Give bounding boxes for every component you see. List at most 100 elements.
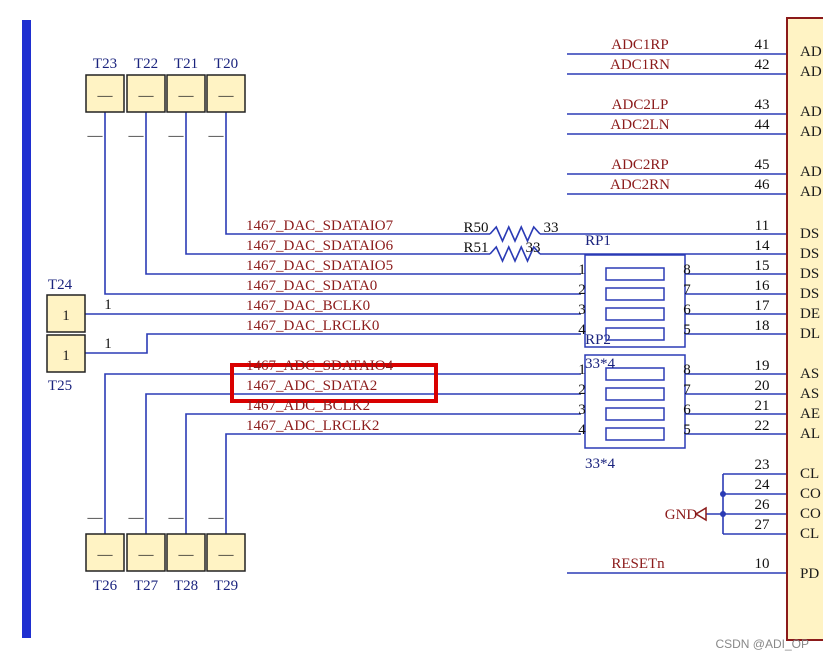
testpoint-pad-mark-T22: — xyxy=(138,88,155,104)
wire-t25 xyxy=(85,333,581,354)
ic-pin-name-12: AS xyxy=(800,366,819,382)
ic-pin-name-15: AL xyxy=(800,426,820,442)
resistor-value-R50: 33 xyxy=(544,220,559,236)
testpoint-label-T27: T27 xyxy=(134,578,159,594)
testpoint-label-T20: T20 xyxy=(214,56,238,72)
net-label-1467_DAC_LRCLK0: 1467_DAC_LRCLK0 xyxy=(246,318,379,334)
testpoint-value-T25: 1 xyxy=(62,348,70,364)
rp2-pin-left-4: 4 xyxy=(578,422,586,438)
net-label-ADC1RN: ADC1RN xyxy=(610,57,670,73)
ic-pin-number-10: 10 xyxy=(755,556,770,572)
rp2-element-4 xyxy=(605,427,665,441)
gnd-junction-2 xyxy=(720,511,726,517)
testpoint-label-T24: T24 xyxy=(48,277,73,293)
ic-pin-name-9: DS xyxy=(800,286,819,302)
testpoint-pad-T25 xyxy=(46,334,86,373)
rp2-value-inner: 33*4 xyxy=(585,356,616,372)
ic-pin-number-15: 15 xyxy=(755,258,770,274)
ic-pin-number-46: 46 xyxy=(755,177,771,193)
testpoint-pad-T27 xyxy=(126,533,166,572)
resistor-ref-R50: R50 xyxy=(463,220,488,236)
testpoint-pad-T29 xyxy=(206,533,246,572)
testpoint-pin-mark-T22: — xyxy=(128,128,145,144)
testpoint-pad-T23 xyxy=(85,74,125,113)
net-label-RESETn: RESETn xyxy=(611,556,665,572)
ic-pin-number-43: 43 xyxy=(755,97,770,113)
testpoint-pin-mark-T28: — xyxy=(168,510,185,526)
testpoint-pad-mark-T23: — xyxy=(97,88,114,104)
ic-pin-number-11: 11 xyxy=(755,218,769,234)
ic-pin-number-17: 17 xyxy=(755,298,771,314)
rp2-pin-right-5: 5 xyxy=(683,422,691,438)
resistor-value-R51: 33 xyxy=(526,240,541,256)
wire-t28 xyxy=(185,413,581,534)
rp1-pin-left-1: 1 xyxy=(578,262,586,278)
net-label-1467_ADC_BCLK2: 1467_ADC_BCLK2 xyxy=(246,398,370,414)
testpoint-pad-mark-T27: — xyxy=(138,547,155,563)
testpoint-label-T28: T28 xyxy=(174,578,198,594)
ic-pin-name-10: DE xyxy=(800,306,820,322)
wires-layer xyxy=(85,53,786,574)
ic-pin-number-16: 16 xyxy=(755,278,771,294)
ic-pin-name-20: PD xyxy=(800,566,819,582)
testpoint-pin-mark-T29: — xyxy=(208,510,225,526)
wire-t20 xyxy=(225,112,460,235)
rp1-body xyxy=(584,254,686,348)
net-label-1467_ADC_LRCLK2: 1467_ADC_LRCLK2 xyxy=(246,418,379,434)
testpoint-label-T29: T29 xyxy=(214,578,238,594)
rp2-pin-left-3: 3 xyxy=(578,402,586,418)
rp1-pin-left-2: 2 xyxy=(578,282,586,298)
ic-pin-name-17: CO xyxy=(800,486,821,502)
ic-pin-number-18: 18 xyxy=(755,318,770,334)
net-label-ADC2RN: ADC2RN xyxy=(610,177,670,193)
ic-pin-name-0: AD xyxy=(800,44,822,60)
rp2-ref: RP2 xyxy=(585,332,611,348)
testpoint-pad-mark-T26: — xyxy=(97,547,114,563)
pin-one-t24: 1 xyxy=(104,297,112,313)
wire-t23 xyxy=(104,112,581,295)
ic-pin-name-19: CL xyxy=(800,526,819,542)
net-label-1467_DAC_SDATA0: 1467_DAC_SDATA0 xyxy=(246,278,377,294)
rp2-value: 33*4 xyxy=(585,456,616,472)
testpoint-label-T23: T23 xyxy=(93,56,117,72)
wire-t26 xyxy=(104,373,581,534)
ic-pin-name-13: AS xyxy=(800,386,819,402)
rp1-pin-left-3: 3 xyxy=(578,302,586,318)
resistor-ref-R51: R51 xyxy=(463,240,488,256)
labels-layer: T23——T22——T21——T20————T26——T27——T28——T29… xyxy=(48,37,822,594)
testpoint-label-T26: T26 xyxy=(93,578,118,594)
resistor-R51 xyxy=(489,245,541,263)
testpoint-pad-mark-T28: — xyxy=(178,547,195,563)
rp1-pin-right-8: 8 xyxy=(683,262,691,278)
gnd-symbol xyxy=(694,506,707,522)
ic-pin-number-26: 26 xyxy=(755,497,771,513)
rp1-pin-right-7: 7 xyxy=(683,282,691,298)
testpoint-pad-T22 xyxy=(126,74,166,113)
testpoint-label-T21: T21 xyxy=(174,56,198,72)
ic-pin-name-1: AD xyxy=(800,64,822,80)
rp2-pin-left-2: 2 xyxy=(578,382,586,398)
highlight-box xyxy=(230,363,438,403)
ic-pin-number-42: 42 xyxy=(755,57,770,73)
watermark: CSDN @ADI_OP xyxy=(715,637,809,651)
net-label-1467_DAC_SDATAIO6: 1467_DAC_SDATAIO6 xyxy=(246,238,394,254)
rp2-element-1 xyxy=(605,367,665,381)
testpoint-pin-mark-T26: — xyxy=(87,510,104,526)
ic-pin-number-27: 27 xyxy=(755,517,771,533)
net-label-1467_DAC_SDATAIO7: 1467_DAC_SDATAIO7 xyxy=(246,218,394,234)
ic-pin-name-14: AE xyxy=(800,406,820,422)
ic-pin-name-11: DL xyxy=(800,326,820,342)
rp2-pin-right-8: 8 xyxy=(683,362,691,378)
rp1-ref: RP1 xyxy=(585,233,611,249)
testpoint-pad-T20 xyxy=(206,74,246,113)
ic-pin-name-18: CO xyxy=(800,506,821,522)
net-label-ADC1RP: ADC1RP xyxy=(611,37,669,53)
ic-pin-number-20: 20 xyxy=(755,378,770,394)
ic-pin-name-3: AD xyxy=(800,124,822,140)
ic-pin-name-4: AD xyxy=(800,164,822,180)
net-label-1467_DAC_BCLK0: 1467_DAC_BCLK0 xyxy=(246,298,370,314)
testpoint-value-T24: 1 xyxy=(62,308,70,324)
ic-pin-number-22: 22 xyxy=(755,418,770,434)
rp2-body xyxy=(584,354,686,449)
